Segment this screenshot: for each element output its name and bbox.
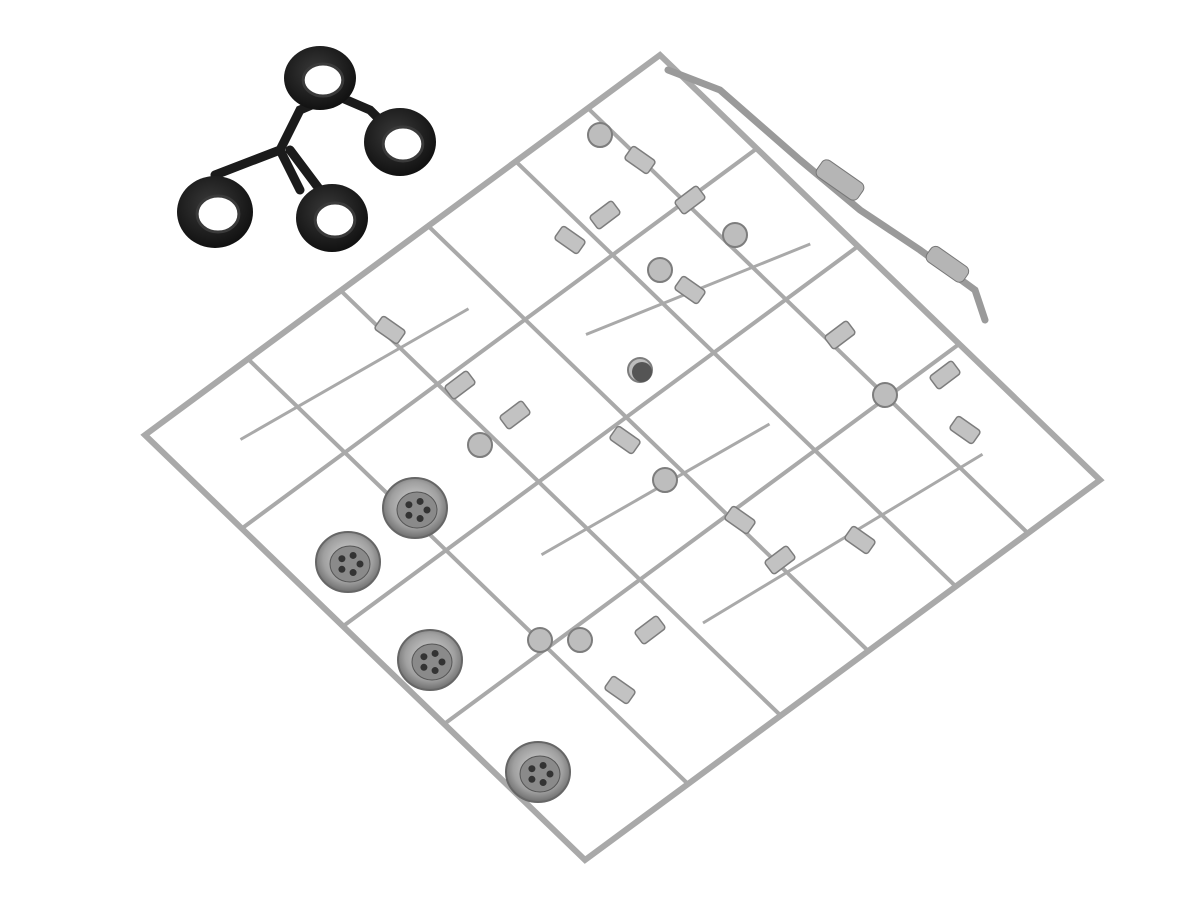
- sprue-runner: [341, 291, 781, 716]
- kit-part: [652, 467, 678, 493]
- kit-part: [929, 360, 961, 390]
- kit-part: [444, 370, 476, 400]
- tire-inner-opening: [313, 201, 357, 239]
- kit-part: [872, 382, 898, 408]
- wheel-spoke-hole: [438, 658, 446, 666]
- wheels: [315, 477, 571, 803]
- wheel-spoke-hole: [405, 511, 413, 519]
- sprue-runner: [444, 344, 959, 724]
- tire-inner-opening: [301, 62, 345, 98]
- wheel-spoke-hole: [431, 649, 439, 657]
- muffler-part: [925, 245, 970, 283]
- exhaust-pipe-part: [664, 66, 989, 324]
- wheel-spoke-hole: [349, 551, 357, 559]
- kit-part: [374, 315, 406, 345]
- kit-part-dark: [632, 362, 652, 382]
- wheel-spoke-hole: [528, 765, 536, 773]
- small-parts: [374, 122, 981, 705]
- kit-part: [609, 425, 641, 455]
- wheel-spoke-hole: [431, 667, 439, 675]
- wheel-spoke-hole: [338, 565, 346, 573]
- sprue-runner: [248, 359, 688, 784]
- wheel-spoke-hole: [405, 501, 413, 509]
- muffler-part: [815, 159, 865, 201]
- kit-part: [674, 185, 706, 215]
- wheel-spoke-hole: [423, 506, 431, 514]
- kit-part: [722, 222, 748, 248]
- wheel-spoke-hole: [349, 569, 357, 577]
- kit-part: [587, 122, 613, 148]
- wheel-spoke-hole: [539, 761, 547, 769]
- tire-inner-opening: [381, 125, 425, 163]
- kit-part: [604, 675, 636, 705]
- wheel-hub: [329, 545, 371, 583]
- sprue-runner: [241, 288, 469, 461]
- kit-part: [764, 545, 796, 575]
- sprue-outer-frame: [145, 55, 1100, 860]
- kit-part: [467, 432, 493, 458]
- kit-part: [724, 505, 756, 535]
- kit-part: [624, 145, 656, 175]
- wheel-spoke-hole: [356, 560, 364, 568]
- kit-part: [527, 627, 553, 653]
- wheel-spoke-hole: [416, 497, 424, 505]
- wheel-spoke-hole: [528, 775, 536, 783]
- sprue-runner: [242, 149, 757, 529]
- sprue-frame: [145, 55, 1100, 860]
- sprue-runner: [428, 226, 868, 651]
- kit-part: [647, 257, 673, 283]
- sprue-runner: [542, 403, 770, 576]
- wheel-spoke-hole: [539, 779, 547, 787]
- wheel-hub: [519, 755, 561, 793]
- wheel-spoke-hole: [420, 663, 428, 671]
- kit-part: [589, 200, 621, 230]
- wheel-spoke-hole: [420, 653, 428, 661]
- sprue-runner: [588, 108, 1028, 533]
- kit-part: [634, 615, 666, 645]
- wheel-spoke-hole: [416, 515, 424, 523]
- sprue-runner: [343, 246, 858, 626]
- kit-part: [499, 400, 531, 430]
- wheel-hub: [411, 643, 453, 681]
- kit-part: [554, 225, 586, 255]
- tire-inner-opening: [195, 194, 241, 234]
- tires-on-runner: [177, 46, 436, 252]
- kit-part: [824, 320, 856, 350]
- sprue-runner: [703, 433, 983, 644]
- kit-part: [844, 525, 876, 555]
- wheel-hub: [396, 491, 438, 529]
- wheel-spoke-hole: [338, 555, 346, 563]
- wheel-spoke-hole: [546, 770, 554, 778]
- kit-part: [567, 627, 593, 653]
- kit-part: [949, 415, 981, 445]
- kit-part: [674, 275, 706, 305]
